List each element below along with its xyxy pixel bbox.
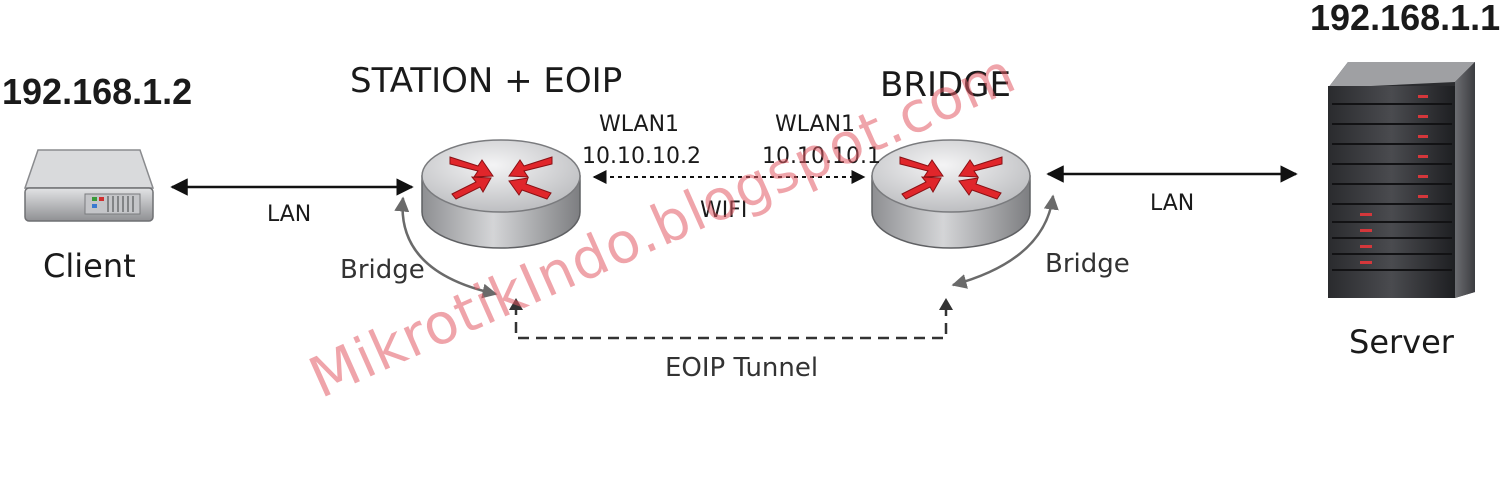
station-router-title: STATION + EOIP bbox=[350, 61, 623, 101]
client-lan-label: LAN bbox=[267, 202, 312, 227]
client-ip: 192.168.1.2 bbox=[2, 71, 193, 112]
eoip-arrow-left bbox=[509, 298, 523, 310]
client-label: Client bbox=[43, 247, 136, 285]
server-icon bbox=[1328, 62, 1475, 298]
station-router-icon bbox=[421, 139, 581, 249]
bridge-router-title: BRIDGE bbox=[880, 65, 1011, 105]
bridge-left-label: Bridge bbox=[340, 255, 425, 285]
wifi-label: WIFI bbox=[700, 198, 748, 223]
client-device-icon bbox=[23, 149, 155, 222]
eoip-arrow-right bbox=[939, 298, 953, 310]
server-ip: 192.168.1.1 bbox=[1310, 0, 1500, 38]
bridge-wlan-ip: 10.10.10.1 bbox=[762, 144, 881, 169]
bridge-wlan-name: WLAN1 bbox=[775, 112, 856, 137]
server-label: Server bbox=[1349, 323, 1454, 361]
eoip-tunnel-label: EOIP Tunnel bbox=[665, 353, 819, 383]
station-wlan-name: WLAN1 bbox=[599, 112, 680, 137]
station-wlan-ip: 10.10.10.2 bbox=[582, 144, 701, 169]
bridge-left-curve bbox=[394, 196, 498, 299]
server-lan-label: LAN bbox=[1150, 191, 1195, 216]
bridge-right-label: Bridge bbox=[1045, 249, 1130, 279]
eoip-tunnel-link bbox=[514, 304, 948, 340]
bridge-right-curve bbox=[951, 194, 1059, 289]
